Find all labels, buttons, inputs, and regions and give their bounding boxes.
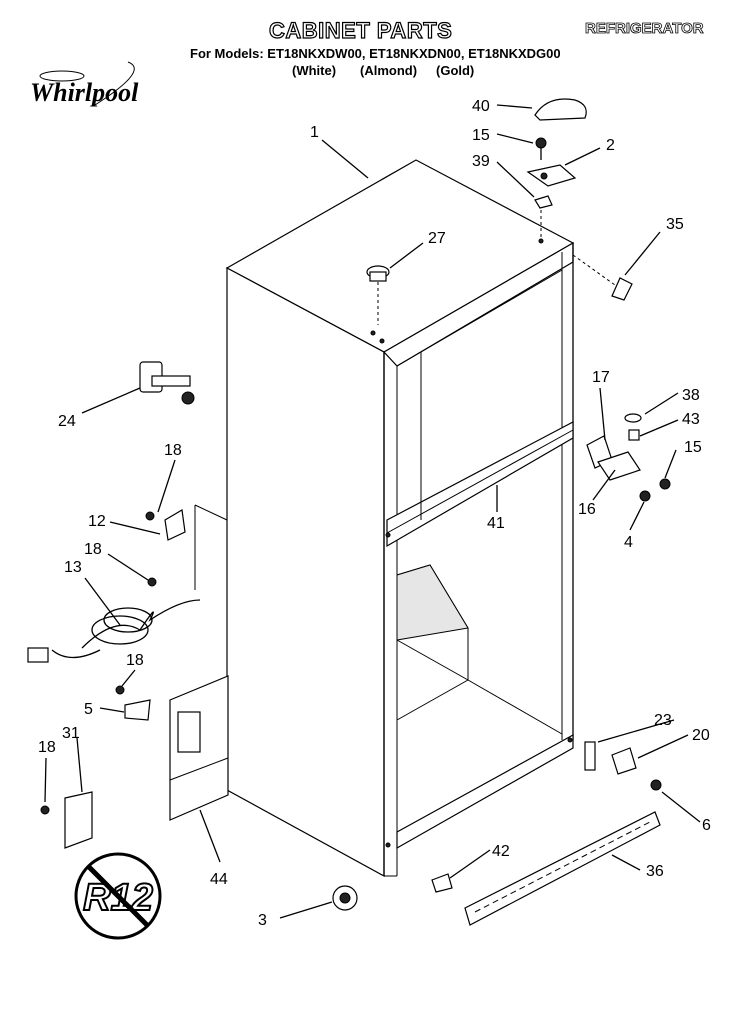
callout-2: 2 bbox=[606, 137, 615, 154]
callout-17: 17 bbox=[592, 369, 610, 386]
callout-44: 44 bbox=[210, 871, 228, 888]
callout-13: 13 bbox=[64, 559, 82, 576]
cabinet-body bbox=[225, 159, 575, 878]
logo-swoosh-icon bbox=[39, 61, 135, 106]
callout-16: 16 bbox=[578, 501, 596, 518]
defrost-drain-part bbox=[139, 361, 195, 405]
callout-42: 42 bbox=[492, 843, 510, 860]
cabinet-plug-part bbox=[366, 265, 390, 325]
power-cord-assembly bbox=[27, 504, 228, 663]
grille-clip-part bbox=[431, 873, 453, 893]
callout-36: 36 bbox=[646, 863, 664, 880]
callout-3: 3 bbox=[258, 912, 267, 929]
terminal-cover-part bbox=[64, 791, 93, 849]
compressor-panel-part bbox=[169, 675, 229, 821]
callout-18-relay: 18 bbox=[126, 652, 144, 669]
leader-lines bbox=[44, 104, 701, 919]
callout-40: 40 bbox=[472, 98, 490, 115]
callout-20: 20 bbox=[692, 727, 710, 744]
callout-15-side: 15 bbox=[684, 439, 702, 456]
callout-4: 4 bbox=[624, 534, 633, 551]
callout-18-cord: 18 bbox=[84, 541, 102, 558]
toe-grille-part bbox=[464, 811, 661, 926]
callout-27: 27 bbox=[428, 230, 446, 247]
center-hinge-assembly bbox=[586, 413, 671, 502]
callout-23: 23 bbox=[654, 712, 672, 729]
front-roller-part bbox=[332, 885, 358, 911]
top-hinge-assembly bbox=[526, 137, 577, 240]
whirlpool-logo: Whirlpool bbox=[30, 78, 139, 107]
model-numbers: For Models: ET18NKXDW00, ET18NKXDN00, ET… bbox=[190, 46, 561, 61]
callout-15-top: 15 bbox=[472, 127, 490, 144]
callout-labels: 1 2 3 4 5 6 12 13 15 15 16 17 18 18 18 1… bbox=[38, 98, 711, 929]
hinge-cover-part bbox=[534, 98, 587, 121]
callout-18-lower: 18 bbox=[38, 739, 56, 756]
r12-badge: R12 bbox=[74, 852, 162, 940]
callout-31: 31 bbox=[62, 725, 80, 742]
callout-6: 6 bbox=[702, 817, 711, 834]
page-title: CABINET PARTS bbox=[268, 17, 453, 43]
variant-gold: (Gold) bbox=[436, 63, 475, 78]
trim-clip-part bbox=[611, 277, 633, 301]
callout-38: 38 bbox=[682, 387, 700, 404]
lower-hinge-assembly bbox=[584, 741, 662, 791]
callout-5: 5 bbox=[84, 701, 93, 718]
callout-12: 12 bbox=[88, 513, 106, 530]
callout-43: 43 bbox=[682, 411, 700, 428]
callout-39: 39 bbox=[472, 153, 490, 170]
variant-white: (White) bbox=[292, 63, 337, 78]
callout-41: 41 bbox=[487, 515, 505, 532]
callout-24: 24 bbox=[58, 413, 76, 430]
callout-35: 35 bbox=[666, 216, 684, 233]
appliance-category: REFRIGERATOR bbox=[585, 20, 704, 38]
variant-almond: (Almond) bbox=[360, 63, 418, 78]
relay-bracket-part bbox=[115, 685, 151, 721]
callout-1: 1 bbox=[310, 124, 319, 141]
callout-18-upper: 18 bbox=[164, 442, 182, 459]
